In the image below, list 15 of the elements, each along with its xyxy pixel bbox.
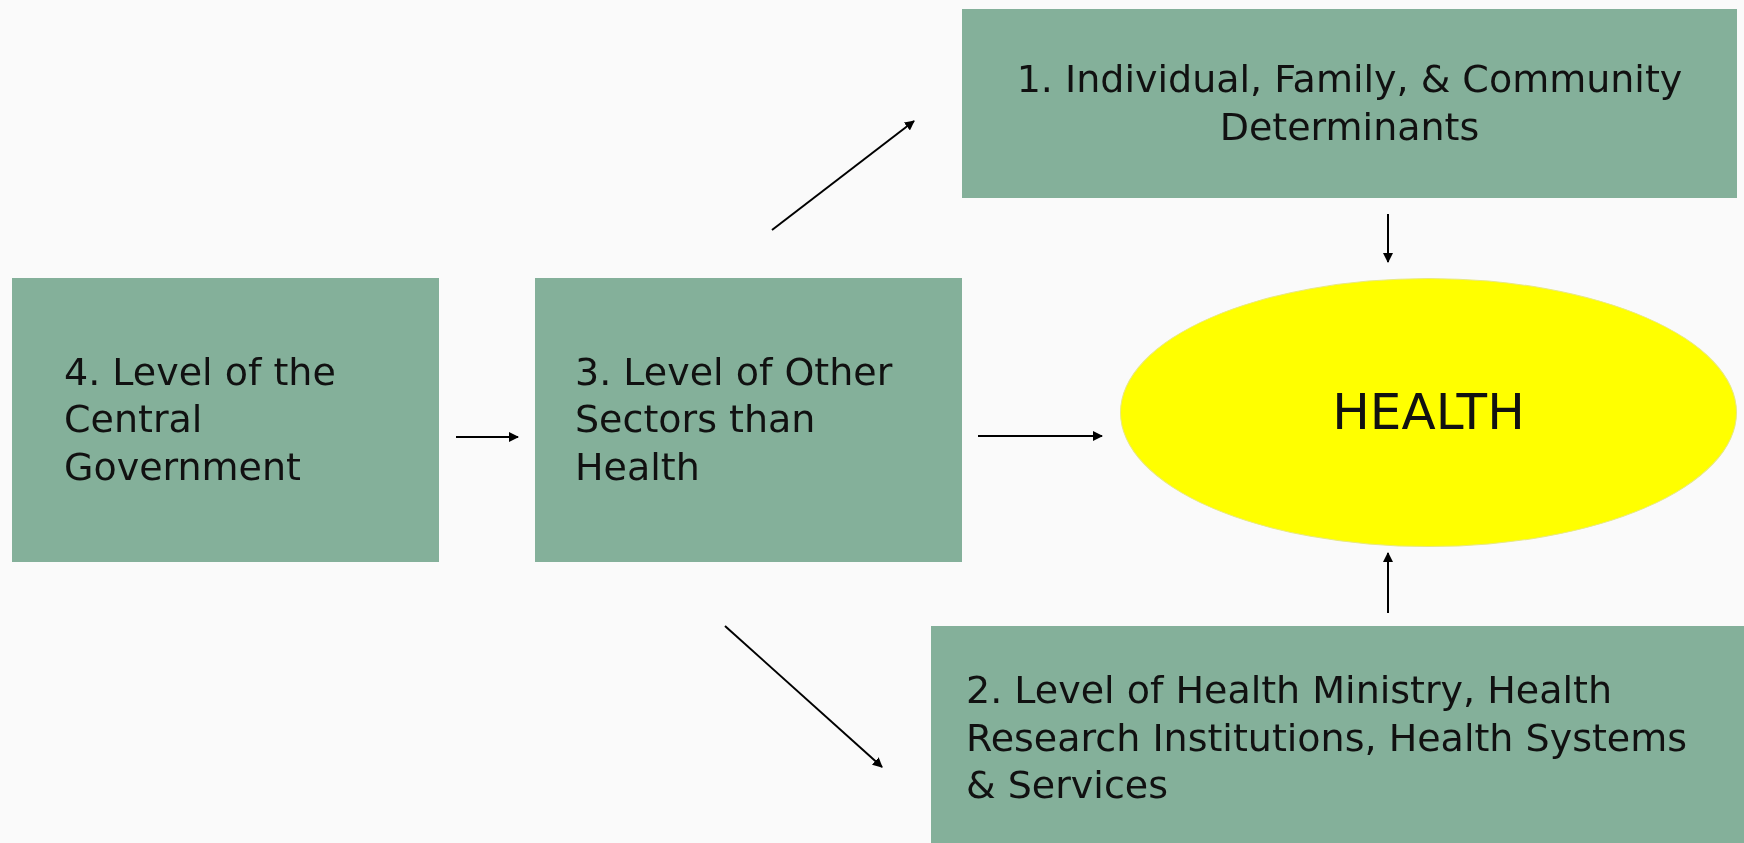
node-text: HEALTH bbox=[1332, 382, 1525, 444]
level-box bbox=[535, 278, 962, 562]
arrow bbox=[1383, 552, 1393, 614]
arrow bbox=[455, 432, 519, 442]
level-box bbox=[12, 278, 439, 562]
node-text: 2. Level of Health Ministry, Health Research Institutions, Health Systems & Services bbox=[966, 667, 1689, 810]
arrow bbox=[977, 431, 1103, 441]
node-text: 1. Individual, Family, & Community Determinants bbox=[1015, 56, 1684, 151]
level-box bbox=[931, 626, 1744, 843]
node-text: 4. Level of the Central Government bbox=[64, 348, 337, 491]
node-text: 3. Level of Other Sectors than Health bbox=[575, 348, 894, 491]
level-box bbox=[962, 9, 1737, 198]
arrow bbox=[724, 625, 883, 768]
arrow bbox=[1383, 213, 1393, 263]
arrow bbox=[771, 120, 915, 231]
